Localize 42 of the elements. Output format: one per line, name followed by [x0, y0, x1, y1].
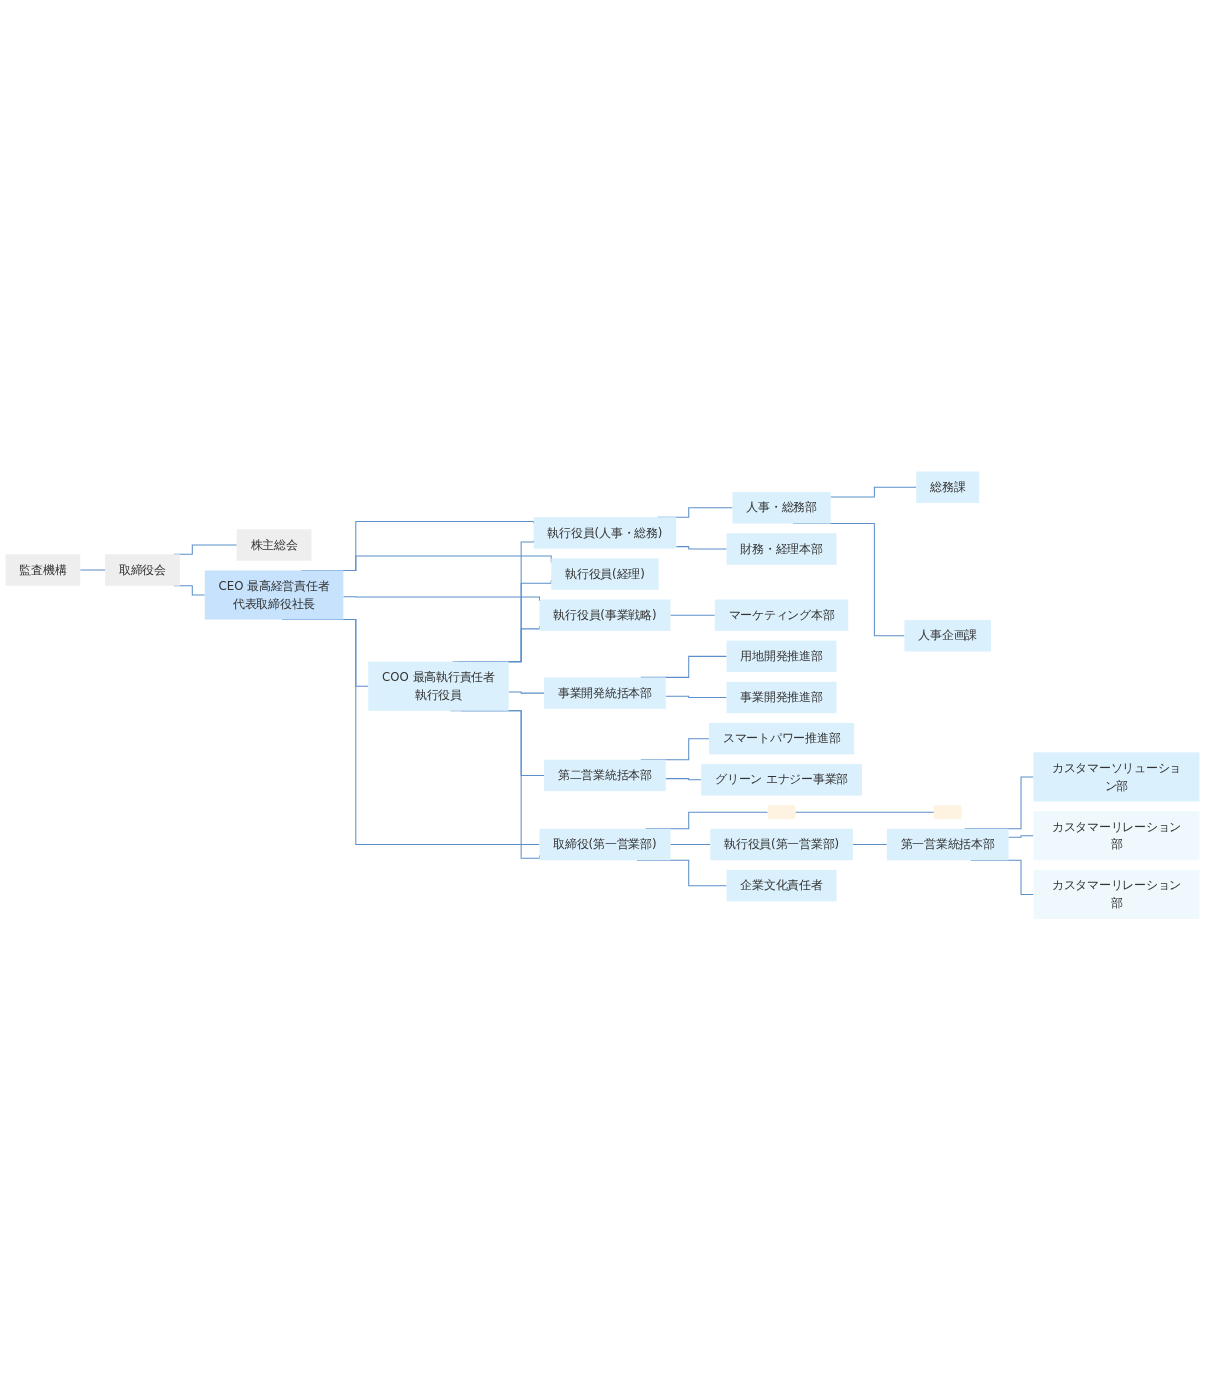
node-box: 執行役員(事業戦略) [539, 599, 671, 631]
connector [636, 859, 728, 886]
connector [852, 843, 888, 845]
node-box: 事業開発推進部 [726, 681, 837, 713]
node-box: カスタマーリレーション部 [1033, 810, 1200, 860]
connector [675, 545, 728, 550]
node-box: マーケティング本部 [714, 599, 849, 631]
node-box: 監査機構 [5, 554, 81, 586]
connector [830, 486, 917, 498]
node-box: 取締役会 [105, 554, 180, 586]
node-box [767, 804, 796, 819]
node-box: 人事・総務部 [732, 491, 831, 524]
node-box: 執行役員(経理) [551, 558, 659, 590]
connector [794, 811, 935, 813]
node-box: スマートパワー推進部 [708, 722, 855, 755]
connector [508, 691, 545, 694]
connector [665, 695, 728, 698]
node-box: 用地開発推進部 [726, 640, 837, 672]
node-box: カスタマーリレーション部 [1033, 869, 1200, 919]
node-box: 第二営業統括本部 [544, 759, 666, 791]
node-box: グリーン エナジー事業部 [701, 763, 862, 796]
node-box: CEO 最高経営責任者 代表取締役社長 [204, 570, 344, 620]
node-box: 総務課 [916, 471, 980, 503]
node-box: 株主総会 [236, 529, 312, 561]
node-box: 第一営業統括本部 [886, 828, 1009, 860]
connector [669, 614, 716, 616]
node-box: 執行役員(第一営業部) [710, 828, 853, 860]
node-box: カスタマーソリューション部 [1033, 752, 1200, 802]
connector [342, 595, 540, 602]
node-box: 事業開発統括本部 [544, 677, 666, 709]
connector [970, 859, 1034, 895]
node-box: 取締役(第一営業部) [539, 828, 671, 860]
node-box: 執行役員(人事・総務) [533, 516, 677, 549]
node-box: 財務・経理本部 [726, 532, 837, 565]
node-box: 人事企画課 [904, 619, 991, 652]
connector [79, 569, 106, 571]
connector [665, 777, 702, 781]
connector [1008, 834, 1034, 838]
node-box: 企業文化責任者 [726, 869, 837, 902]
node-box [933, 804, 962, 819]
connector [669, 843, 711, 845]
node-box: COO 最高執行責任者 執行役員 [368, 661, 509, 711]
